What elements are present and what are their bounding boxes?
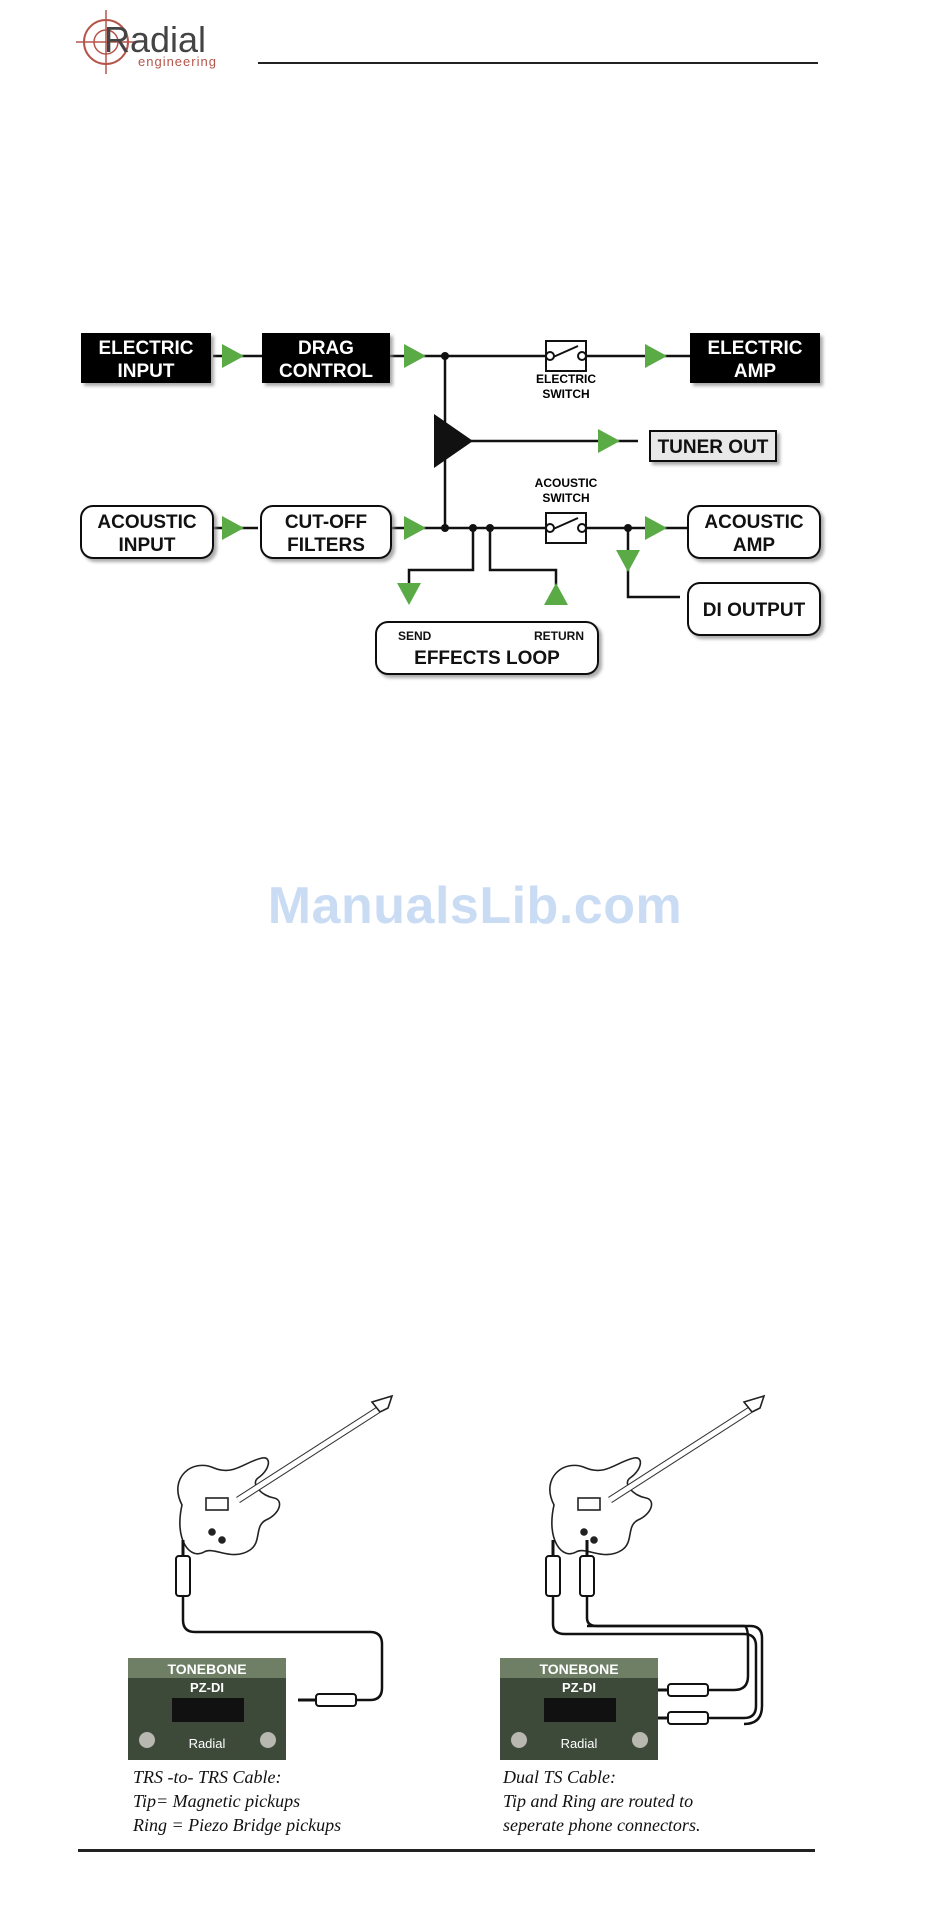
send-label: SEND <box>398 629 432 643</box>
right-unit-model: PZ-DI <box>562 1680 596 1695</box>
left-guitar-drawing <box>177 1394 394 1556</box>
left-unit-brand: Radial <box>189 1736 226 1751</box>
electric-input-label-2: INPUT <box>118 361 175 382</box>
junction-dots <box>441 352 632 532</box>
effects-loop-block <box>375 621 599 675</box>
right-pz-di-unit: TONEBONE PZ-DI Radial <box>500 1658 658 1760</box>
logo-subtitle: engineering <box>138 54 217 69</box>
electric-amp-label-2: AMP <box>734 361 777 382</box>
right-unit-brand: Radial <box>561 1736 598 1751</box>
electric-input-block <box>81 333 211 383</box>
drag-control-block <box>262 333 390 383</box>
cable-wiring-figures: TONEBONE PZ-DI Radial TONEBONE PZ-D <box>128 1394 766 1760</box>
left-caption-line-3: Ring = Piezo Bridge pickups <box>133 1815 342 1835</box>
acoustic-amp-block <box>687 505 821 559</box>
cutoff-filters-label-1: CUT-OFF <box>285 512 367 533</box>
signal-arrows <box>222 344 667 605</box>
right-caption-line-3: seperate phone connectors. <box>503 1815 701 1835</box>
acoustic-input-label-2: INPUT <box>119 535 176 556</box>
effects-loop-label: EFFECTS LOOP <box>414 648 560 669</box>
electric-switch-symbol <box>545 340 587 372</box>
radial-logo: Radial engineering <box>76 10 217 74</box>
return-label: RETURN <box>534 629 584 643</box>
electric-input-label-1: ELECTRIC <box>99 338 194 359</box>
right-unit-title: TONEBONE <box>539 1661 618 1677</box>
right-caption: Dual TS Cable: Tip and Ring are routed t… <box>503 1765 700 1837</box>
left-plug-top <box>175 1540 191 1597</box>
manualslib-watermark: ManualsLib.com <box>267 877 683 935</box>
electric-switch-label-1: ELECTRIC <box>536 372 596 386</box>
header-rule <box>258 62 818 64</box>
left-caption-line-1: TRS -to- TRS Cable: <box>133 1767 282 1787</box>
logo-wordmark: Radial <box>104 19 206 60</box>
right-plugs-top <box>545 1540 595 1597</box>
left-plug-side <box>298 1693 357 1707</box>
cutoff-filters-block <box>260 505 392 559</box>
electric-switch-label-2: SWITCH <box>542 387 589 401</box>
diagram-wires <box>213 354 690 599</box>
di-output-label: DI OUTPUT <box>703 600 806 621</box>
footer-rule <box>78 1849 815 1852</box>
acoustic-amp-label-2: AMP <box>733 535 776 556</box>
drag-control-label-2: CONTROL <box>279 361 373 382</box>
right-plugs-side <box>652 1683 709 1725</box>
right-cables <box>551 1596 764 1726</box>
signal-flow-diagram: ELECTRIC SWITCH ACOUSTIC SWITCH ELECTRIC… <box>80 333 821 675</box>
acoustic-switch-symbol <box>545 512 587 544</box>
tuner-out-label: TUNER OUT <box>658 437 769 458</box>
right-caption-line-2: Tip and Ring are routed to <box>503 1791 694 1811</box>
acoustic-amp-label-1: ACOUSTIC <box>704 512 804 533</box>
left-pz-di-unit: TONEBONE PZ-DI Radial <box>128 1658 286 1760</box>
left-unit-title: TONEBONE <box>167 1661 246 1677</box>
left-unit-model: PZ-DI <box>190 1680 224 1695</box>
electric-amp-block <box>690 333 820 383</box>
acoustic-switch-label-2: SWITCH <box>542 491 589 505</box>
electric-amp-label-1: ELECTRIC <box>708 338 803 359</box>
acoustic-switch-label-1: ACOUSTIC <box>535 476 598 490</box>
right-caption-line-1: Dual TS Cable: <box>503 1767 617 1787</box>
right-guitar-drawing <box>549 1394 766 1556</box>
tuner-out-block <box>649 430 777 462</box>
di-output-block <box>687 582 821 636</box>
acoustic-input-label-1: ACOUSTIC <box>97 512 197 533</box>
left-caption: TRS -to- TRS Cable: Tip= Magnetic pickup… <box>133 1765 341 1837</box>
left-caption-line-2: Tip= Magnetic pickups <box>133 1791 301 1811</box>
acoustic-input-block <box>80 505 214 559</box>
cutoff-filters-label-2: FILTERS <box>287 535 365 556</box>
buffer-amp-triangle <box>434 414 473 468</box>
drag-control-label-1: DRAG <box>298 338 354 359</box>
left-cable <box>181 1596 384 1702</box>
